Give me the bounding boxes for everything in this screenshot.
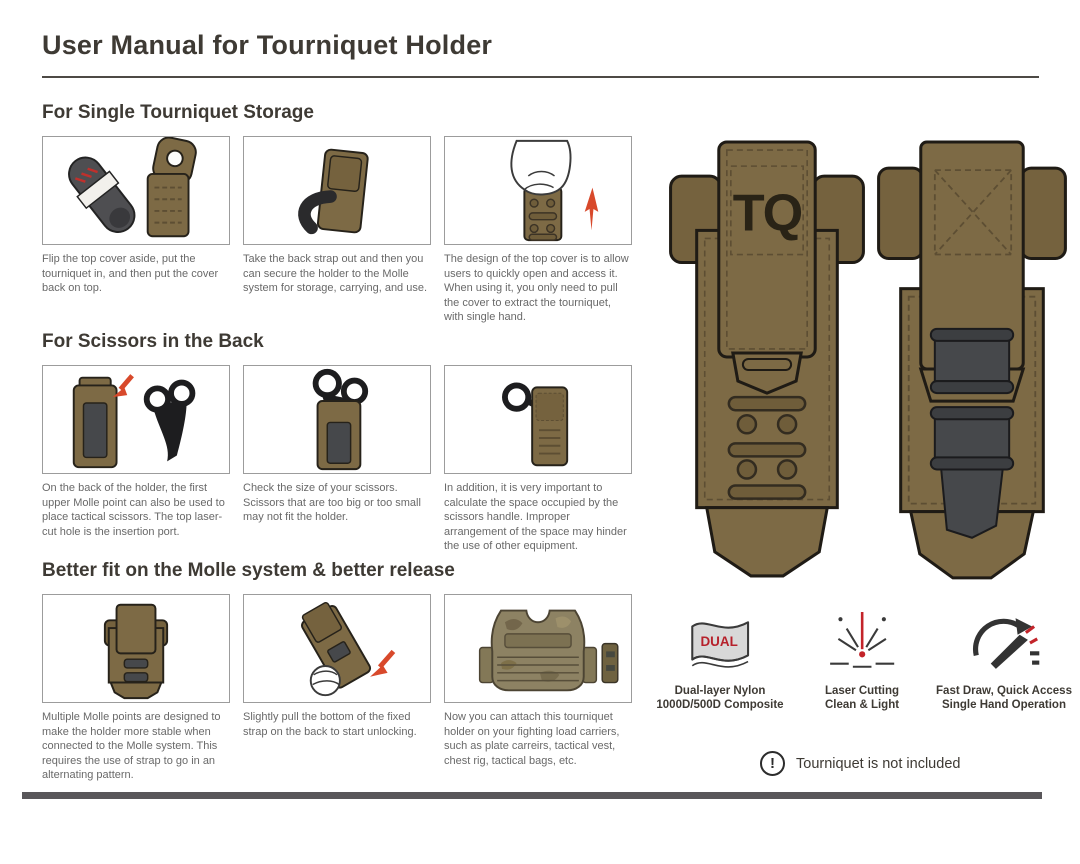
section-heading: Better fit on the Molle system & better … [42,560,455,581]
step-caption: Flip the top cover aside, put the tourni… [42,253,219,295]
feature-dual-layer: DUAL Dual-layer Nylon 1000D/500D Composi… [640,610,800,713]
holder-back-view-illustration [876,138,1068,595]
caption-row: On the back of the holder, the first upp… [42,481,640,554]
step-box [243,136,431,245]
illustration-row [42,365,640,474]
holder-back-with-scissors-beside-illustration [72,374,196,469]
speedometer-icon [972,618,1040,669]
holder-front-view-illustration: TQ [666,138,868,590]
step-box [42,136,230,245]
tq-logo: TQ [733,184,802,242]
illustration-row [42,136,640,245]
feature-list: DUAL Dual-layer Nylon 1000D/500D Composi… [640,610,1080,713]
footer-divider-bar [22,792,1042,799]
section-heading: For Single Tourniquet Storage [42,102,314,123]
caption-row: Flip the top cover aside, put the tourni… [42,252,640,325]
step-caption: Take the back strap out and then you can… [243,253,428,295]
note-text: Tourniquet is not included [796,755,961,772]
scissors-inserted-front-view-illustration [502,382,569,467]
step-caption: Multiple Molle points are designed to ma… [42,711,221,782]
holder-with-back-strap-out-illustration [298,148,369,235]
section-better-fit-molle: Better fit on the Molle system & better … [42,560,640,783]
feature-fast-draw: Fast Draw, Quick Access Single Hand Oper… [924,610,1080,713]
step-caption: The design of the top cover is to allow … [444,253,629,324]
hand-unlocking-bottom-strap-illustration [301,601,396,697]
step-box [243,594,431,703]
step-box [444,365,632,474]
page-title: User Manual for Tourniquet Holder [42,30,493,60]
step-caption: Now you can attach this tourniquet holde… [444,711,620,767]
section-scissors-in-back: For Scissors in the Back [42,331,640,554]
caption-row: Multiple Molle points are designed to ma… [42,710,640,783]
step-box [243,365,431,474]
feature-label: Laser Cutting Clean & Light [824,685,900,712]
plate-carrier-attachment-illustration [478,609,619,692]
hand-pulling-top-cover-illustration [510,139,599,242]
tourniquet-and-open-holder-illustration [68,137,197,238]
laser-cutting-icon [829,612,895,668]
section-single-tourniquet-storage: For Single Tourniquet Storage [42,102,640,325]
feature-laser-cutting: Laser Cutting Clean & Light [802,610,922,713]
feature-label: Fast Draw, Quick Access Single Hand Oper… [936,685,1072,712]
step-caption: Slightly pull the bottom of the fixed st… [243,711,417,738]
scissors-inserted-back-view-illustration [312,368,369,471]
step-box [42,365,230,474]
step-box [444,594,632,703]
exclamation-circle-icon: ! [760,751,785,776]
dual-layer-flag-icon: DUAL [691,621,749,668]
step-caption: On the back of the holder, the first upp… [42,482,225,538]
step-box [444,136,632,245]
section-heading: For Scissors in the Back [42,331,264,352]
dual-badge: DUAL [700,634,737,649]
title-divider [42,76,1039,78]
feature-label: Dual-layer Nylon 1000D/500D Composite [656,685,784,712]
tourniquet-note: ! Tourniquet is not included [760,751,960,776]
step-caption: Check the size of your scissors. Scissor… [243,482,421,524]
step-caption: In addition, it is very important to cal… [444,482,627,553]
step-box [42,594,230,703]
illustration-row [42,594,640,703]
holder-molle-front-illustration [103,603,169,700]
